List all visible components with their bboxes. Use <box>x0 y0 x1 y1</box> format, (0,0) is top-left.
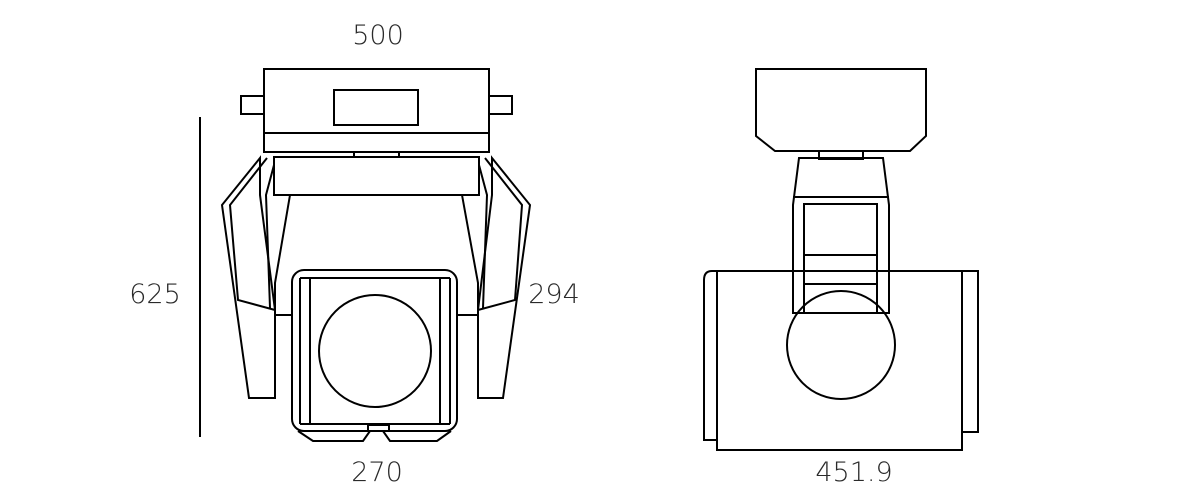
front-lens-circle <box>318 294 432 408</box>
side-lens-circle <box>786 290 896 400</box>
dim-side-offset: 294 <box>528 279 580 310</box>
side-base <box>755 68 927 152</box>
dim-top-width: 500 <box>352 20 404 51</box>
front-right-arm <box>477 155 532 399</box>
front-left-arm <box>220 155 276 399</box>
front-view <box>199 68 532 442</box>
dim-side-width: 451.9 <box>815 457 892 488</box>
front-base <box>240 68 513 158</box>
dim-bottom-width: 270 <box>351 457 403 488</box>
side-head <box>703 270 979 451</box>
front-label-plate <box>333 89 419 126</box>
front-yoke <box>273 156 480 316</box>
front-right-tab <box>488 95 513 115</box>
front-left-tab <box>240 95 265 115</box>
side-arm <box>792 157 890 314</box>
dim-height: 625 <box>129 279 181 310</box>
side-view <box>703 68 979 451</box>
front-head <box>291 269 458 442</box>
